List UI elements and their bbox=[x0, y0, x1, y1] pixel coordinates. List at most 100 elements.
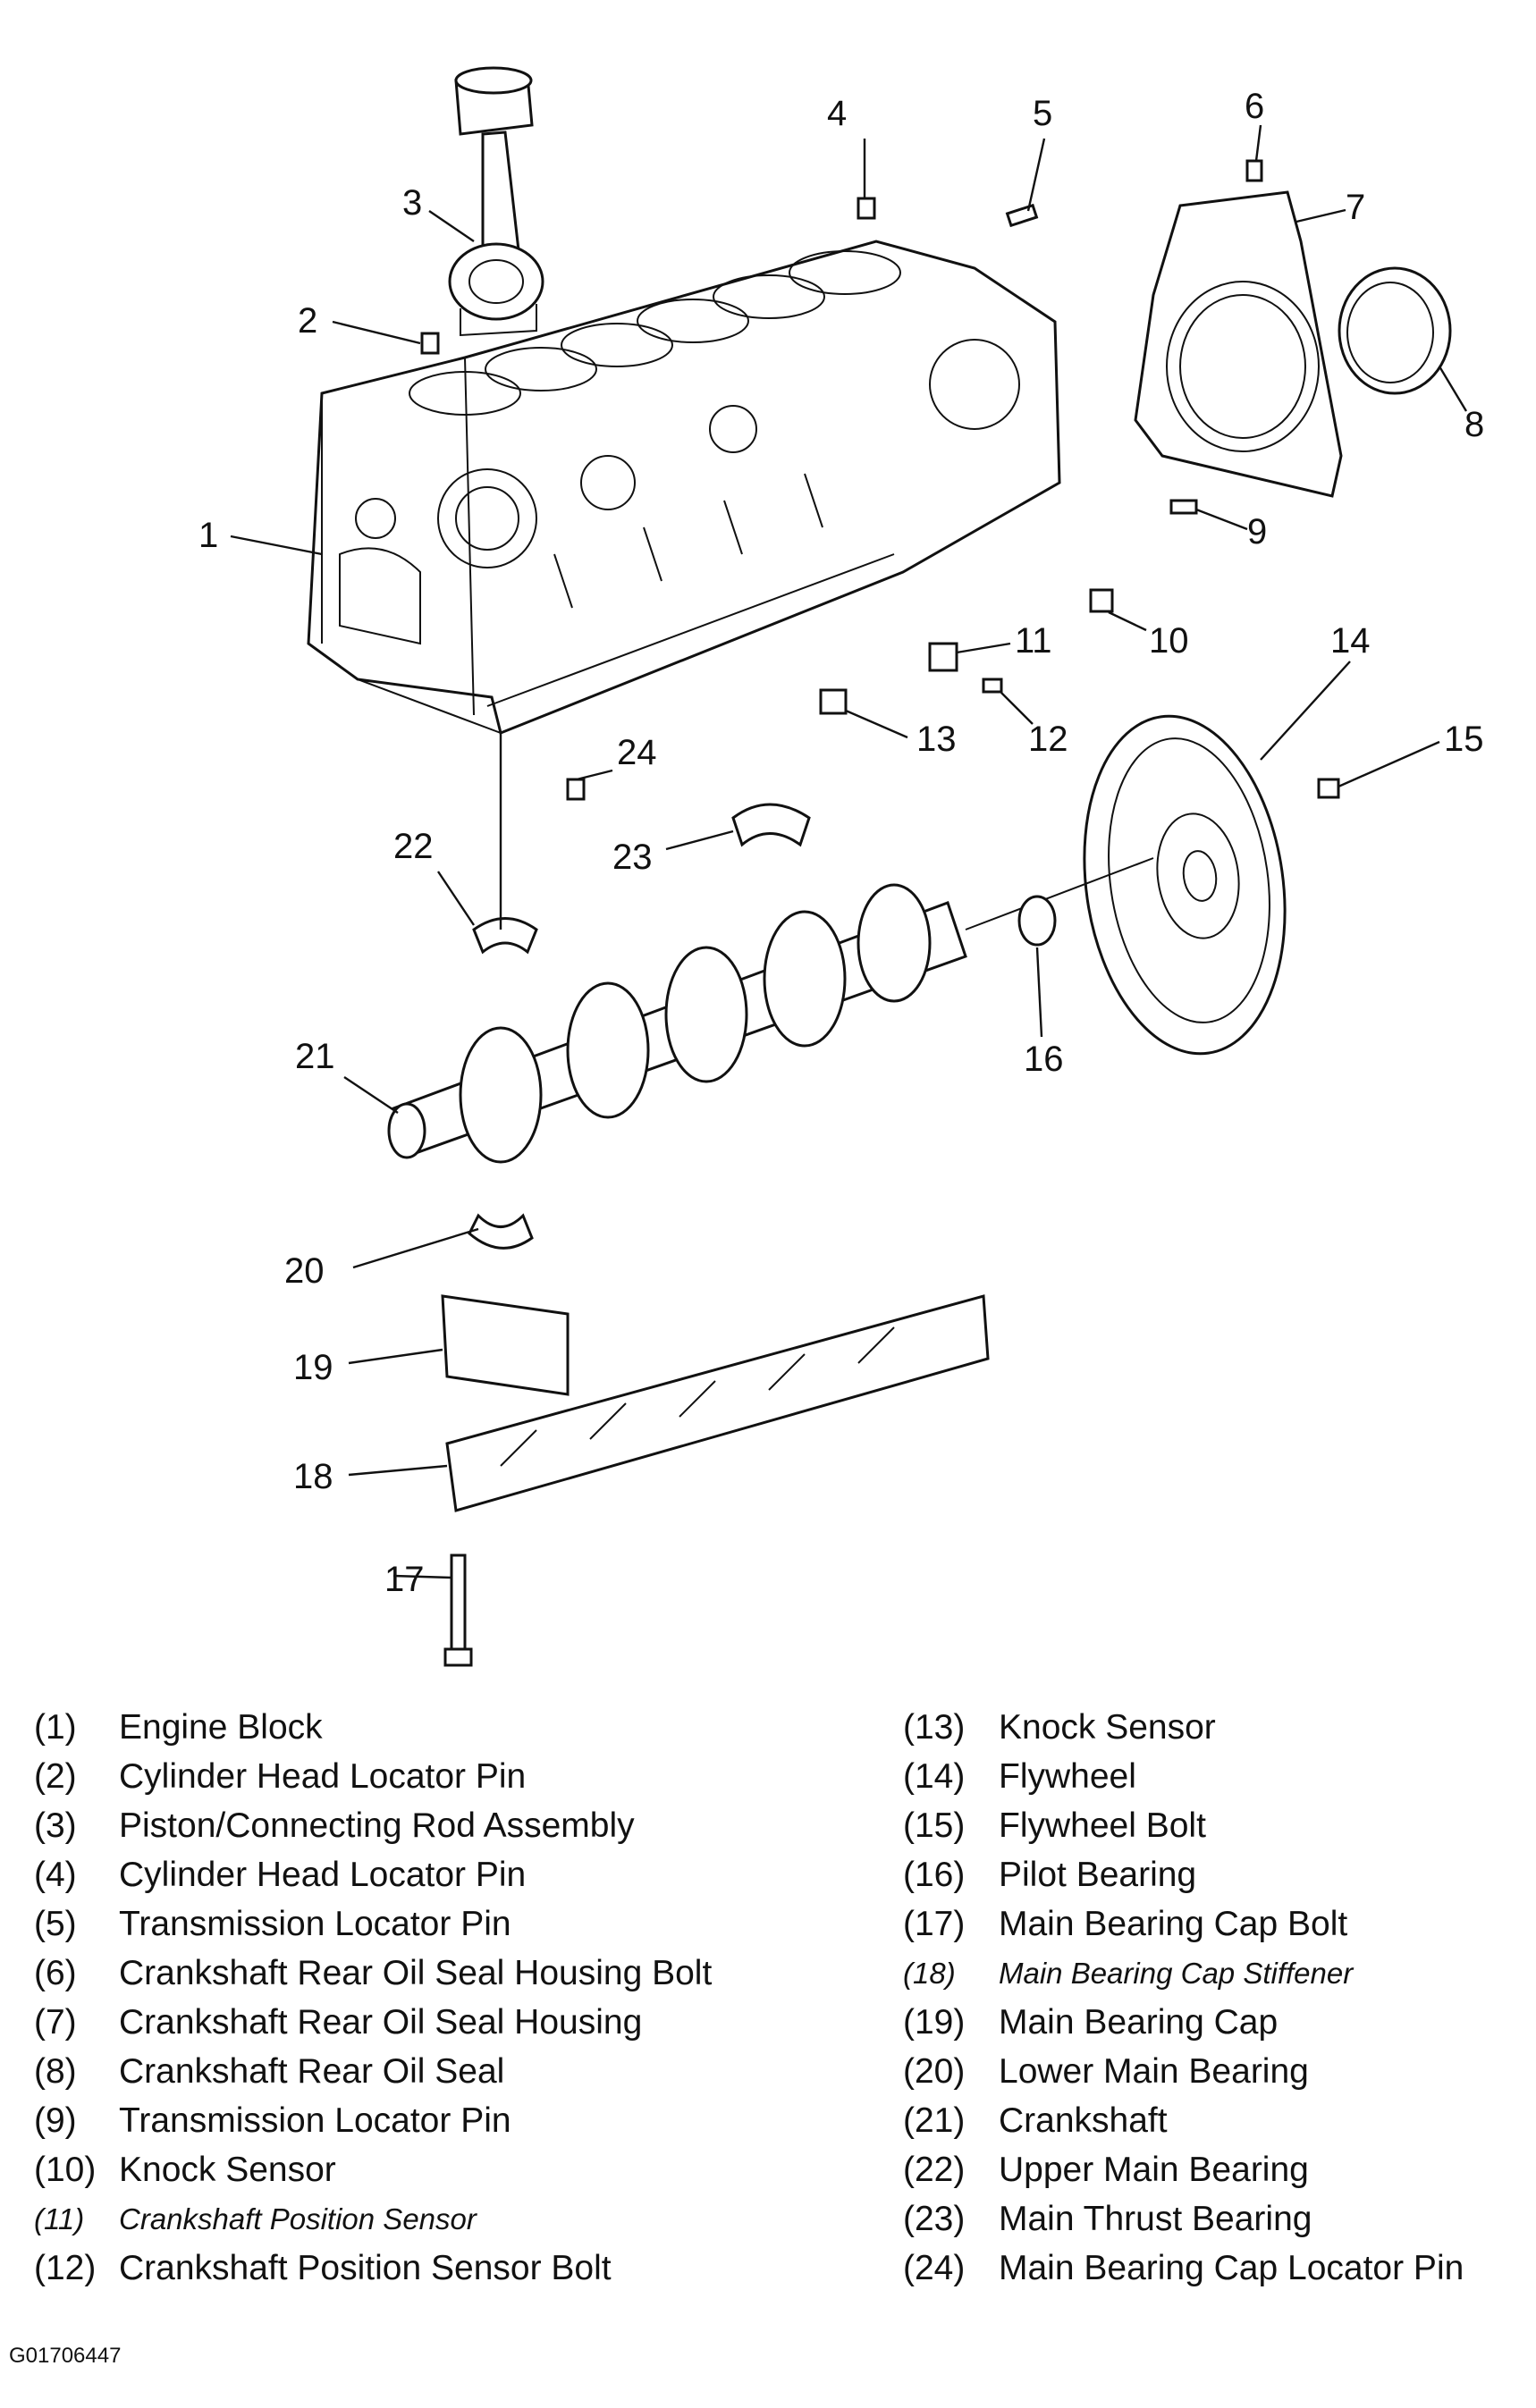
legend-item: (3) Piston/Connecting Rod Assembly bbox=[34, 1801, 803, 1850]
cylinder-head-locator-pin-4 bbox=[857, 197, 876, 220]
legend-label: Engine Block bbox=[119, 1708, 323, 1747]
knock-sensor-13 bbox=[819, 688, 848, 715]
legend-item: (19) Main Bearing Cap bbox=[903, 1998, 1529, 2047]
transmission-locator-pin-5 bbox=[1005, 203, 1039, 228]
callout-1: 1 bbox=[198, 516, 218, 555]
legend-item: (23) Main Thrust Bearing bbox=[903, 2194, 1529, 2244]
legend-label: Flywheel Bolt bbox=[999, 1806, 1206, 1845]
legend-number: (17) bbox=[903, 1905, 966, 1943]
legend-label: Lower Main Bearing bbox=[999, 2052, 1309, 2091]
legend-item: (10) Knock Sensor bbox=[34, 2145, 803, 2194]
rear-oil-seal-housing bbox=[1134, 190, 1343, 498]
legend-item: (15)Flywheel Bolt bbox=[903, 1801, 1529, 1850]
legend-number: (3) bbox=[34, 1806, 77, 1845]
callout-10: 10 bbox=[1149, 621, 1189, 661]
callout-23: 23 bbox=[612, 838, 653, 877]
legend-label: Main Bearing Cap bbox=[999, 2003, 1279, 2042]
legend-label: Knock Sensor bbox=[999, 1708, 1216, 1747]
legend-number: (12) bbox=[34, 2249, 97, 2287]
legend-item: (20) Lower Main Bearing bbox=[903, 2047, 1529, 2096]
legend-label: Main Bearing Cap Bolt bbox=[999, 1905, 1348, 1943]
legend-item: (8)Crankshaft Rear Oil Seal bbox=[34, 2047, 803, 2096]
legend-number: (16) bbox=[903, 1856, 966, 1894]
legend-item: (6) Crankshaft Rear Oil Seal Housing Bolt bbox=[34, 1949, 803, 1998]
main-bearing-cap-stiffener bbox=[445, 1294, 990, 1512]
legend-label: Main Thrust Bearing bbox=[999, 2200, 1312, 2238]
legend-number: (14) bbox=[903, 1757, 966, 1796]
legend-label: Crankshaft bbox=[999, 2101, 1168, 2140]
legend-number: (5) bbox=[34, 1905, 77, 1943]
rear-oil-seal bbox=[1338, 266, 1452, 395]
upper-main-bearing bbox=[472, 917, 538, 955]
callout-21: 21 bbox=[295, 1037, 335, 1076]
legend-item: (16)Pilot Bearing bbox=[903, 1850, 1529, 1899]
legend-label: Main Bearing Cap Stiffener bbox=[999, 1957, 1354, 1990]
legend-item: (24)Main Bearing Cap Locator Pin bbox=[903, 2244, 1529, 2293]
leader-lines bbox=[230, 124, 1468, 1579]
legend-label: Crankshaft Position Sensor bbox=[119, 2202, 477, 2235]
legend-label: Crankshaft Rear Oil Seal Housing bbox=[119, 2003, 643, 2042]
callout-14: 14 bbox=[1330, 621, 1371, 661]
callout-4: 4 bbox=[827, 94, 847, 133]
callout-5: 5 bbox=[1033, 94, 1052, 133]
legend-number: (4) bbox=[34, 1856, 77, 1894]
legend-item: (2)Cylinder Head Locator Pin bbox=[34, 1752, 803, 1801]
legend-item: (22) Upper Main Bearing bbox=[903, 2145, 1529, 2194]
figure-id: G01706447 bbox=[9, 2344, 122, 2368]
callout-17: 17 bbox=[384, 1560, 425, 1599]
legend-number: (6) bbox=[34, 1954, 77, 1992]
legend-item: (21) Crankshaft bbox=[903, 2096, 1529, 2145]
callout-3: 3 bbox=[402, 183, 422, 223]
legend-label: Crankshaft Rear Oil Seal Housing Bolt bbox=[119, 1954, 713, 1992]
legend-item: (11) Crankshaft Position Sensor bbox=[34, 2194, 803, 2244]
main-bearing-cap bbox=[441, 1294, 570, 1396]
legend-number: (20) bbox=[903, 2052, 966, 2091]
flywheel-bolt bbox=[1317, 778, 1340, 799]
legend-label: Cylinder Head Locator Pin bbox=[119, 1856, 527, 1894]
knock-sensor-10 bbox=[1089, 588, 1114, 613]
callout-11: 11 bbox=[1015, 621, 1052, 661]
exploded-engine-diagram: 1 2 3 4 5 6 7 8 9 10 11 12 13 14 15 16 1… bbox=[198, 66, 1484, 1667]
callout-7: 7 bbox=[1346, 188, 1365, 227]
legend-number: (19) bbox=[903, 2003, 966, 2042]
legend-label: Transmission Locator Pin bbox=[119, 2101, 511, 2140]
legend-number: (7) bbox=[34, 2003, 77, 2042]
parts-legend-left: (1) Engine Block (2)Cylinder Head Locator… bbox=[34, 1703, 803, 2293]
callout-13: 13 bbox=[916, 720, 957, 759]
legend-item: (18)Main Bearing Cap Stiffener bbox=[903, 1949, 1529, 1998]
callout-20: 20 bbox=[284, 1251, 325, 1291]
callout-18: 18 bbox=[293, 1457, 333, 1496]
legend-number: (23) bbox=[903, 2200, 966, 2238]
callout-12: 12 bbox=[1028, 720, 1068, 759]
callout-15: 15 bbox=[1444, 720, 1484, 759]
engine-block bbox=[307, 240, 1061, 736]
legend-label: Piston/Connecting Rod Assembly bbox=[119, 1806, 635, 1845]
legend-number: (10) bbox=[34, 2151, 97, 2189]
main-bearing-cap-locator-pin bbox=[566, 778, 586, 801]
callout-8: 8 bbox=[1464, 405, 1484, 444]
legend-item: (4) Cylinder Head Locator Pin bbox=[34, 1850, 803, 1899]
callout-22: 22 bbox=[393, 827, 434, 866]
legend-number: (21) bbox=[903, 2101, 966, 2140]
legend-label: Flywheel bbox=[999, 1757, 1136, 1796]
callout-16: 16 bbox=[1024, 1040, 1064, 1079]
legend-label: Upper Main Bearing bbox=[999, 2151, 1309, 2189]
legend-number: (1) bbox=[34, 1708, 77, 1747]
callout-6: 6 bbox=[1245, 87, 1264, 126]
legend-item: (12)Crankshaft Position Sensor Bolt bbox=[34, 2244, 803, 2293]
legend-item: (17) Main Bearing Cap Bolt bbox=[903, 1899, 1529, 1949]
legend-number: (11) bbox=[34, 2202, 85, 2235]
main-bearing-cap-bolt bbox=[450, 1553, 467, 1651]
legend-item: (9)Transmission Locator Pin bbox=[34, 2096, 803, 2145]
legend-number: (22) bbox=[903, 2151, 966, 2189]
callout-24: 24 bbox=[617, 733, 657, 772]
legend-label: Transmission Locator Pin bbox=[119, 1905, 511, 1943]
crankshaft-position-sensor bbox=[928, 642, 958, 672]
piston-connecting-rod bbox=[448, 66, 544, 337]
legend-number: (13) bbox=[903, 1708, 966, 1747]
legend-label: Knock Sensor bbox=[119, 2151, 336, 2189]
legend-label: Crankshaft Rear Oil Seal bbox=[119, 2052, 505, 2091]
crankshaft bbox=[387, 857, 1154, 1164]
flywheel bbox=[1083, 714, 1287, 1056]
legend-label: Main Bearing Cap Locator Pin bbox=[999, 2249, 1464, 2287]
